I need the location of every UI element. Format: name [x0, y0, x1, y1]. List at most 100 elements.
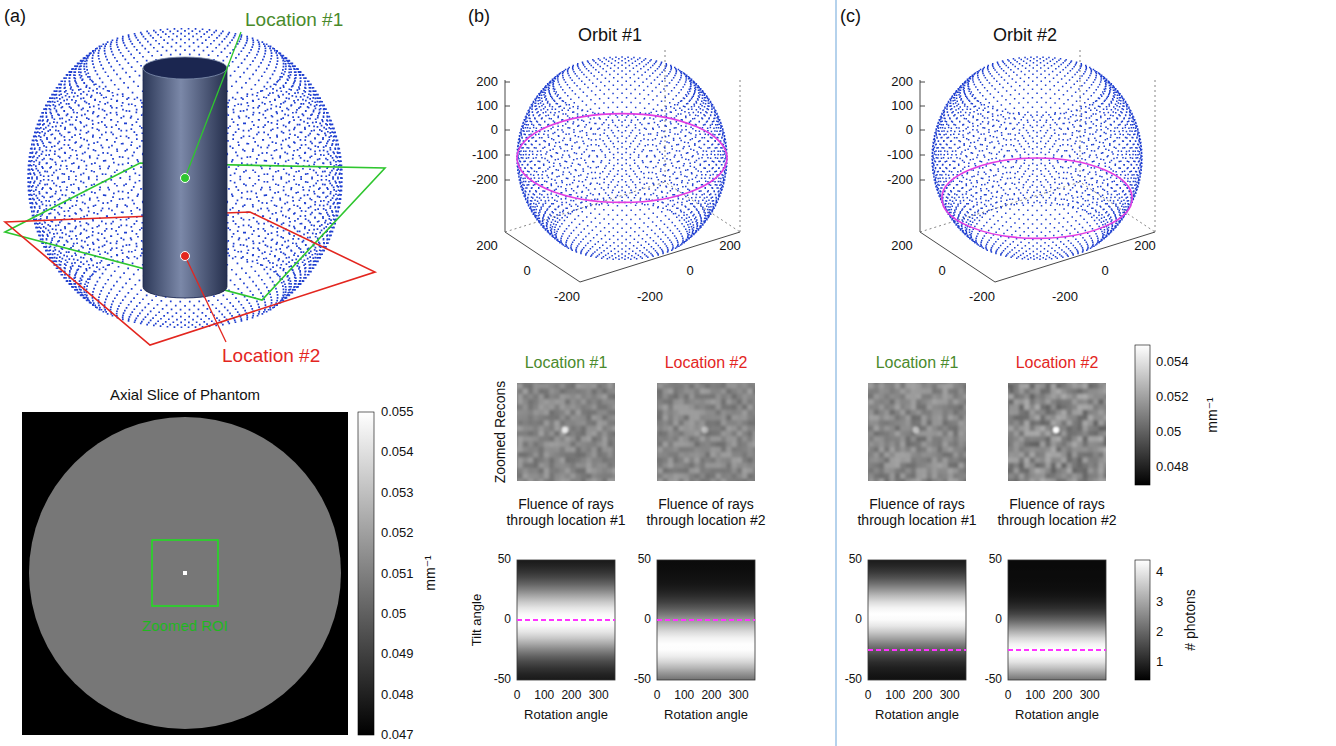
source-sphere	[516, 56, 727, 260]
axis-tick: 0	[906, 123, 913, 138]
cylinder-top	[143, 57, 227, 79]
source-dots	[931, 56, 1142, 260]
axis-tick: 300	[1080, 689, 1100, 703]
lesion	[183, 571, 187, 575]
colorbar	[358, 412, 374, 735]
unit-label: mm⁻¹	[422, 555, 438, 590]
orbit-ring	[942, 158, 1132, 238]
source-dots	[27, 28, 343, 328]
axis-tick: -50	[985, 673, 1002, 687]
colorbar-tick: 0.054	[381, 445, 414, 460]
axis-tick: 100	[891, 99, 913, 114]
colorbar-tick: 0.051	[381, 566, 414, 581]
colorbar-tick: 0.048	[1156, 460, 1189, 475]
location-label: Location #2	[1016, 354, 1099, 372]
axis-tick: 300	[589, 689, 609, 703]
panel-letter: (c)	[840, 6, 861, 27]
axis-tick: 0	[938, 264, 945, 279]
unit-label: mm⁻¹	[1204, 397, 1220, 432]
axis-tick: -50	[494, 673, 511, 687]
axis-tick: 50	[989, 553, 1002, 567]
colorbar	[1135, 345, 1150, 485]
slice-image	[22, 412, 348, 735]
axis-title: Rotation angle	[664, 708, 748, 723]
axis-tick: -200	[554, 290, 580, 305]
axis-tick: 200	[891, 75, 913, 90]
axes-box	[920, 50, 1155, 282]
row-label: Zoomed Recons	[492, 381, 508, 484]
axis-tick: 200	[891, 239, 913, 254]
colorbar-tick: 0.054	[1156, 355, 1189, 370]
axis-tick: 200	[912, 689, 932, 703]
axis-tick: -200	[887, 173, 913, 188]
axis-title: Rotation angle	[524, 708, 608, 723]
colorbar-tick: 0.055	[381, 405, 414, 420]
axis-tick: 0	[1005, 689, 1012, 703]
separator	[835, 0, 837, 746]
colorbar-tick: 1	[1156, 655, 1163, 670]
location-label: Location #2	[222, 345, 320, 367]
panel-letter: (b)	[468, 6, 490, 27]
axis-tick: 100	[534, 689, 554, 703]
axis-tick: 0	[654, 689, 661, 703]
row-label: Fluence of rays through location #1	[850, 496, 985, 528]
axis-tick: 0	[865, 689, 872, 703]
colorbar-tick: 0.048	[381, 687, 414, 702]
recon-image	[512, 378, 624, 490]
axis-tick: 100	[476, 99, 498, 114]
leader-line	[185, 32, 241, 178]
phantom-disc	[29, 417, 341, 729]
row-label: Fluence of rays through location #1	[499, 496, 634, 528]
axes-box	[505, 50, 740, 282]
axis-tick: 50	[498, 553, 511, 567]
colorbar-tick: 4	[1156, 565, 1163, 580]
orbit-marker	[517, 620, 1106, 650]
axis-tick: 0	[491, 123, 498, 138]
roi-label: Zoomed ROI	[142, 617, 228, 634]
axis-title: Tilt angle	[470, 594, 485, 646]
leader-line	[185, 256, 226, 342]
axis-tick: 0	[686, 264, 693, 279]
fluence-map	[1008, 560, 1106, 680]
axis-tick: 200	[701, 689, 721, 703]
orbit-title: Orbit #1	[578, 25, 642, 46]
axis-tick: 50	[849, 553, 862, 567]
axis-tick: -200	[637, 290, 663, 305]
axis-tick: -100	[887, 148, 913, 163]
location-dot	[181, 174, 190, 183]
colorbar	[1135, 560, 1150, 680]
recon-image	[652, 378, 764, 490]
location-dot	[181, 252, 190, 261]
fluence-map	[868, 560, 966, 680]
axis-title: Rotation angle	[1015, 708, 1099, 723]
axis-tick: 200	[476, 75, 498, 90]
panel-letter: (a)	[4, 6, 26, 27]
image-title: Axial Slice of Phantom	[110, 386, 260, 403]
location-label: Location #1	[525, 354, 608, 372]
axis-tick: 0	[995, 613, 1002, 627]
recon-image	[863, 378, 975, 490]
axis-tick: 300	[940, 689, 960, 703]
location-label: Location #1	[245, 9, 343, 31]
orbit-ring	[517, 114, 1132, 239]
axis-tick: 200	[1134, 239, 1156, 254]
axis-tick: 0	[523, 264, 530, 279]
colorbar-tick: 2	[1156, 625, 1163, 640]
axis-tick: 100	[674, 689, 694, 703]
colorbar-tick: 0.049	[381, 647, 414, 662]
colorbar-tick: 0.05	[1156, 425, 1181, 440]
axis-tick: 200	[1052, 689, 1072, 703]
row-label: Fluence of rays through location #2	[990, 496, 1125, 528]
colorbar-tick: 0.05	[381, 607, 406, 622]
roi-box	[152, 540, 218, 606]
axis-tick: 0	[514, 689, 521, 703]
colorbar-tick: 0.047	[381, 728, 414, 743]
axis-tick: 100	[885, 689, 905, 703]
colorbar-tick: 0.053	[381, 485, 414, 500]
source-dots	[516, 56, 727, 260]
axis-tick: 200	[719, 239, 741, 254]
orbit-ring	[517, 114, 727, 203]
axis-tick: -50	[845, 673, 862, 687]
axis-tick: -100	[472, 148, 498, 163]
